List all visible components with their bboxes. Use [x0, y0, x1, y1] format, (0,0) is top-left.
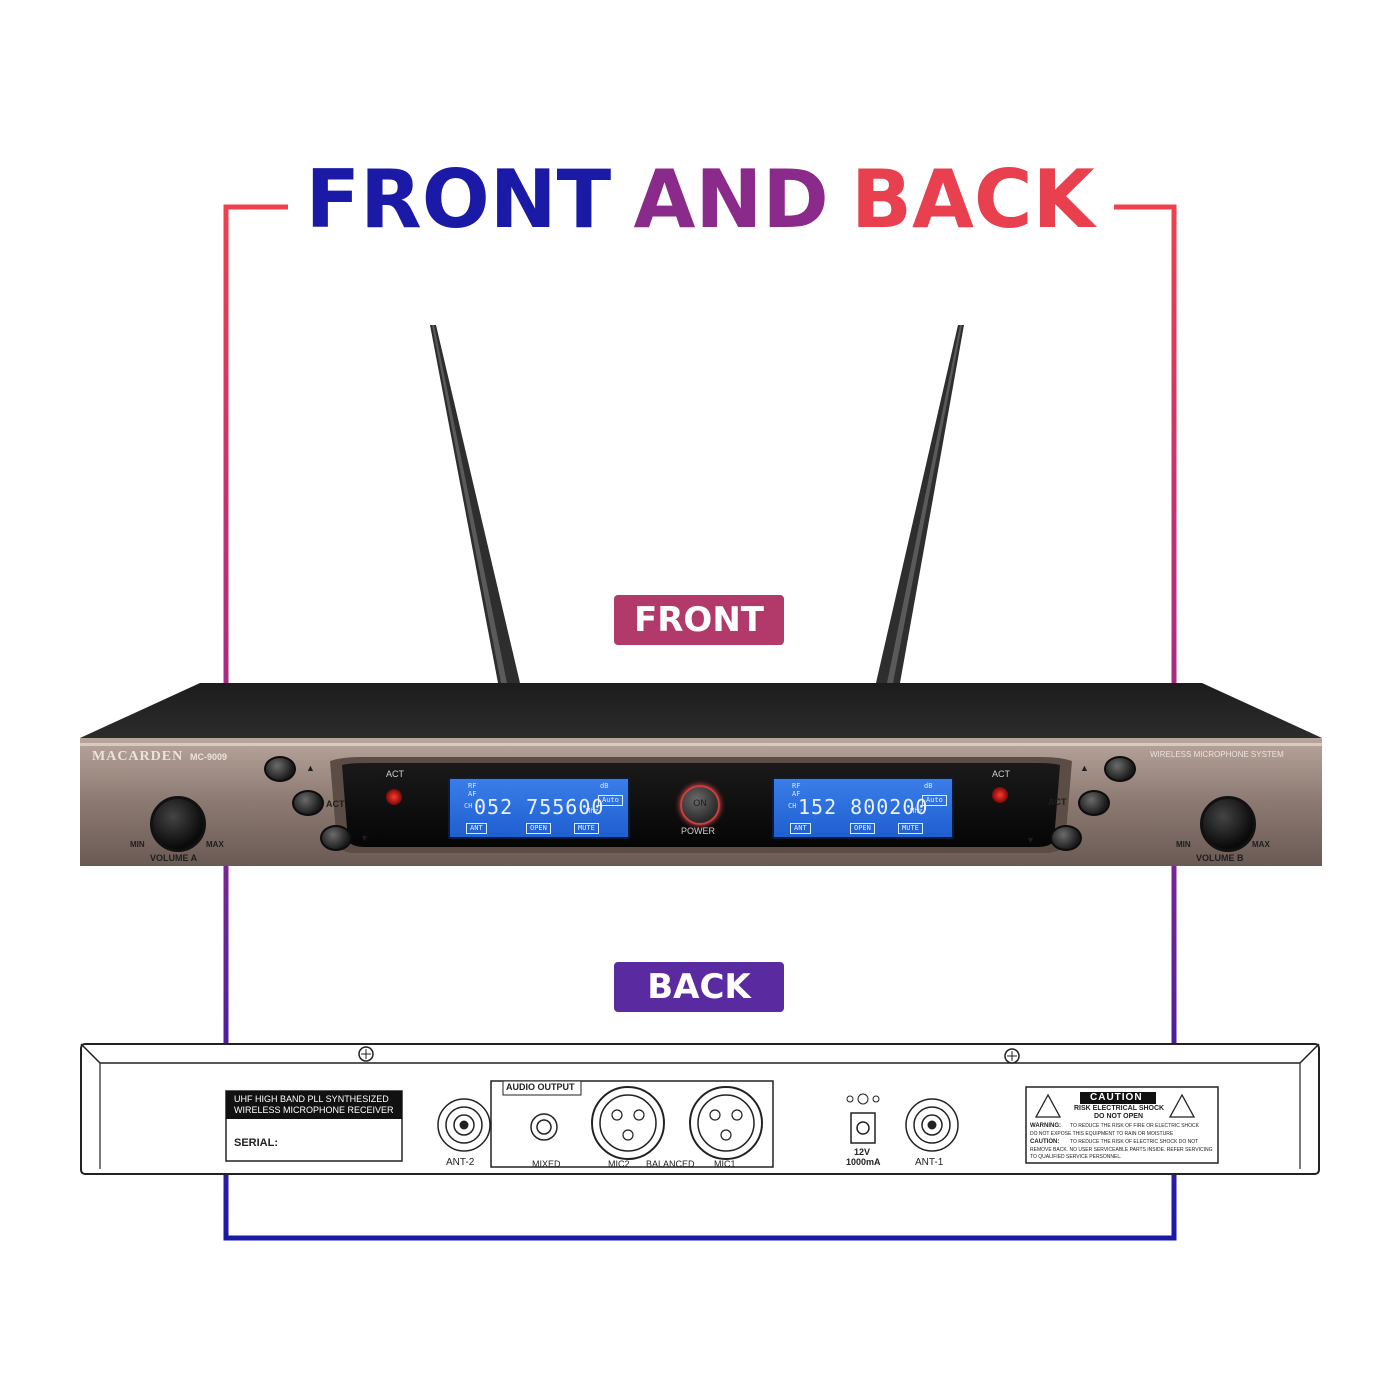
min-label-a: MIN	[130, 840, 145, 849]
min-label-b: MIN	[1176, 840, 1191, 849]
warning-line-3: TO REDUCE THE RISK OF ELECTRIC SHOCK DO …	[1070, 1139, 1199, 1145]
down-arrow-icon-b: ▼	[1026, 835, 1035, 845]
up-arrow-icon: ▲	[306, 763, 315, 773]
mic2-label: MIC2	[608, 1159, 630, 1169]
lightning-warning-icon	[1034, 1093, 1062, 1118]
model-number: MC-9009	[190, 752, 228, 762]
power-spec-voltage: 12V	[854, 1147, 871, 1157]
act-indicator-label-a: ACT	[386, 769, 404, 779]
screw-icon	[358, 1046, 1020, 1064]
xlr-mic2-connector	[591, 1086, 665, 1160]
max-label-a: MAX	[206, 840, 224, 849]
front-label: FRONT	[614, 595, 784, 645]
lcd-b-auto: Auto	[922, 795, 947, 806]
lcd-a-ant: ANT	[466, 823, 487, 834]
mic1-label: MIC1	[714, 1159, 736, 1169]
act-led-a	[386, 789, 402, 805]
exclamation-warning-icon	[1168, 1093, 1196, 1118]
back-label: BACK	[614, 962, 784, 1012]
caution-title: CAUTION	[1090, 1092, 1143, 1103]
act-led-b	[992, 787, 1008, 803]
antenna-left	[430, 325, 520, 683]
title-word-back: BACK	[850, 153, 1095, 246]
lcd-a-frequency: 052 755600	[474, 795, 605, 819]
warning-line-2: DO NOT EXPOSE THIS EQUIPMENT TO RAIN OR …	[1030, 1131, 1174, 1137]
caution-heading-2: CAUTION:	[1030, 1139, 1060, 1145]
volume-a-knob[interactable]	[150, 796, 206, 852]
page-title: FRONT AND BACK	[300, 150, 1100, 250]
power-label: POWER	[681, 826, 716, 836]
volume-b-knob[interactable]	[1200, 796, 1256, 852]
back-panel-outline	[80, 1043, 1320, 1175]
down-button-a[interactable]	[320, 825, 352, 851]
lcd-b-ant: ANT	[790, 823, 811, 834]
warning-line-5: TO QUALIFIED SERVICE PERSONNEL.	[1030, 1154, 1122, 1160]
ant1-label: ANT-1	[915, 1157, 944, 1168]
mixed-jack	[530, 1113, 558, 1141]
warning-line-1: TO REDUCE THE RISK OF FIRE OR ELECTRIC S…	[1070, 1123, 1199, 1129]
lcd-display-b: RF AF CH dB Mhz Auto 152 800200 ANT OPEN…	[772, 777, 954, 839]
mixed-label: MIXED	[532, 1159, 561, 1169]
lcd-b-mute: MUTE	[898, 823, 923, 834]
receiver-front: MACARDEN MC-9009 WIRELESS MICROPHONE SYS…	[80, 683, 1322, 868]
lcd-a-auto: Auto	[598, 795, 623, 806]
act-indicator-label-b: ACT	[992, 769, 1010, 779]
ant2-label: ANT-2	[446, 1157, 475, 1168]
up-arrow-icon-b: ▲	[1080, 763, 1089, 773]
xlr-mic1-connector	[689, 1086, 763, 1160]
power-button[interactable]: ON	[680, 785, 720, 825]
lcd-b-open: OPEN	[850, 823, 875, 834]
power-button-label: ON	[693, 798, 707, 808]
act-button-a[interactable]	[292, 790, 324, 816]
lcd-a-rf: RF	[468, 782, 477, 790]
brand-logo: MACARDEN	[92, 749, 184, 764]
lcd-a-open: OPEN	[526, 823, 551, 834]
caution-sub-1: RISK ELECTRICAL SHOCK	[1074, 1105, 1165, 1112]
lcd-display-a: RF AF CH dB Mhz Auto 052 755600 ANT OPEN…	[448, 777, 630, 839]
volume-b-label: VOLUME B	[1196, 853, 1244, 863]
lcd-b-frequency: 152 800200	[798, 795, 929, 819]
act-button-label-a: ACT	[326, 799, 345, 809]
act-button-b[interactable]	[1078, 790, 1110, 816]
up-button-b[interactable]	[1104, 756, 1136, 782]
lcd-b-af: AF	[792, 790, 801, 798]
lcd-a-mhz: Mhz	[586, 807, 599, 815]
lcd-b-mhz: Mhz	[910, 807, 923, 815]
dc-power-jack	[846, 1093, 880, 1144]
antenna-right	[876, 325, 964, 683]
lcd-a-mute: MUTE	[574, 823, 599, 834]
lcd-b-db: dB	[924, 782, 933, 790]
audio-output-label: AUDIO OUTPUT	[506, 1082, 575, 1092]
system-text: WIRELESS MICROPHONE SYSTEM	[1150, 750, 1284, 759]
ant1-connector	[905, 1098, 959, 1152]
title-word-front: FRONT	[305, 153, 612, 246]
balanced-label: BALANCED	[646, 1159, 695, 1169]
lcd-a-ch: CH	[464, 802, 473, 810]
caution-sub-2: DO NOT OPEN	[1094, 1113, 1144, 1120]
receiver-label-line-1: UHF HIGH BAND PLL SYNTHESIZED	[234, 1094, 389, 1104]
receiver-label-line-2: WIRELESS MICROPHONE RECEIVER	[234, 1105, 394, 1115]
max-label-b: MAX	[1252, 840, 1270, 849]
lcd-a-af: AF	[468, 790, 477, 798]
warning-line-4: REMOVE BACK. NO USER SERVICEABLE PARTS I…	[1030, 1147, 1213, 1153]
up-button-a[interactable]	[264, 756, 296, 782]
volume-a-label: VOLUME A	[150, 853, 198, 863]
lcd-b-rf: RF	[792, 782, 801, 790]
serial-label: SERIAL:	[234, 1137, 278, 1149]
lcd-b-ch: CH	[788, 802, 797, 810]
ant2-connector	[437, 1098, 491, 1152]
receiver-back: UHF HIGH BAND PLL SYNTHESIZED WIRELESS M…	[80, 1043, 1320, 1175]
title-word-and: AND	[633, 153, 829, 246]
down-arrow-icon: ▼	[360, 833, 369, 843]
warning-heading: WARNING:	[1030, 1123, 1061, 1129]
lcd-a-db: dB	[600, 782, 609, 790]
down-button-b[interactable]	[1050, 825, 1082, 851]
act-button-label-b: ACT	[1048, 797, 1067, 807]
power-spec-current: 1000mA	[846, 1157, 881, 1167]
